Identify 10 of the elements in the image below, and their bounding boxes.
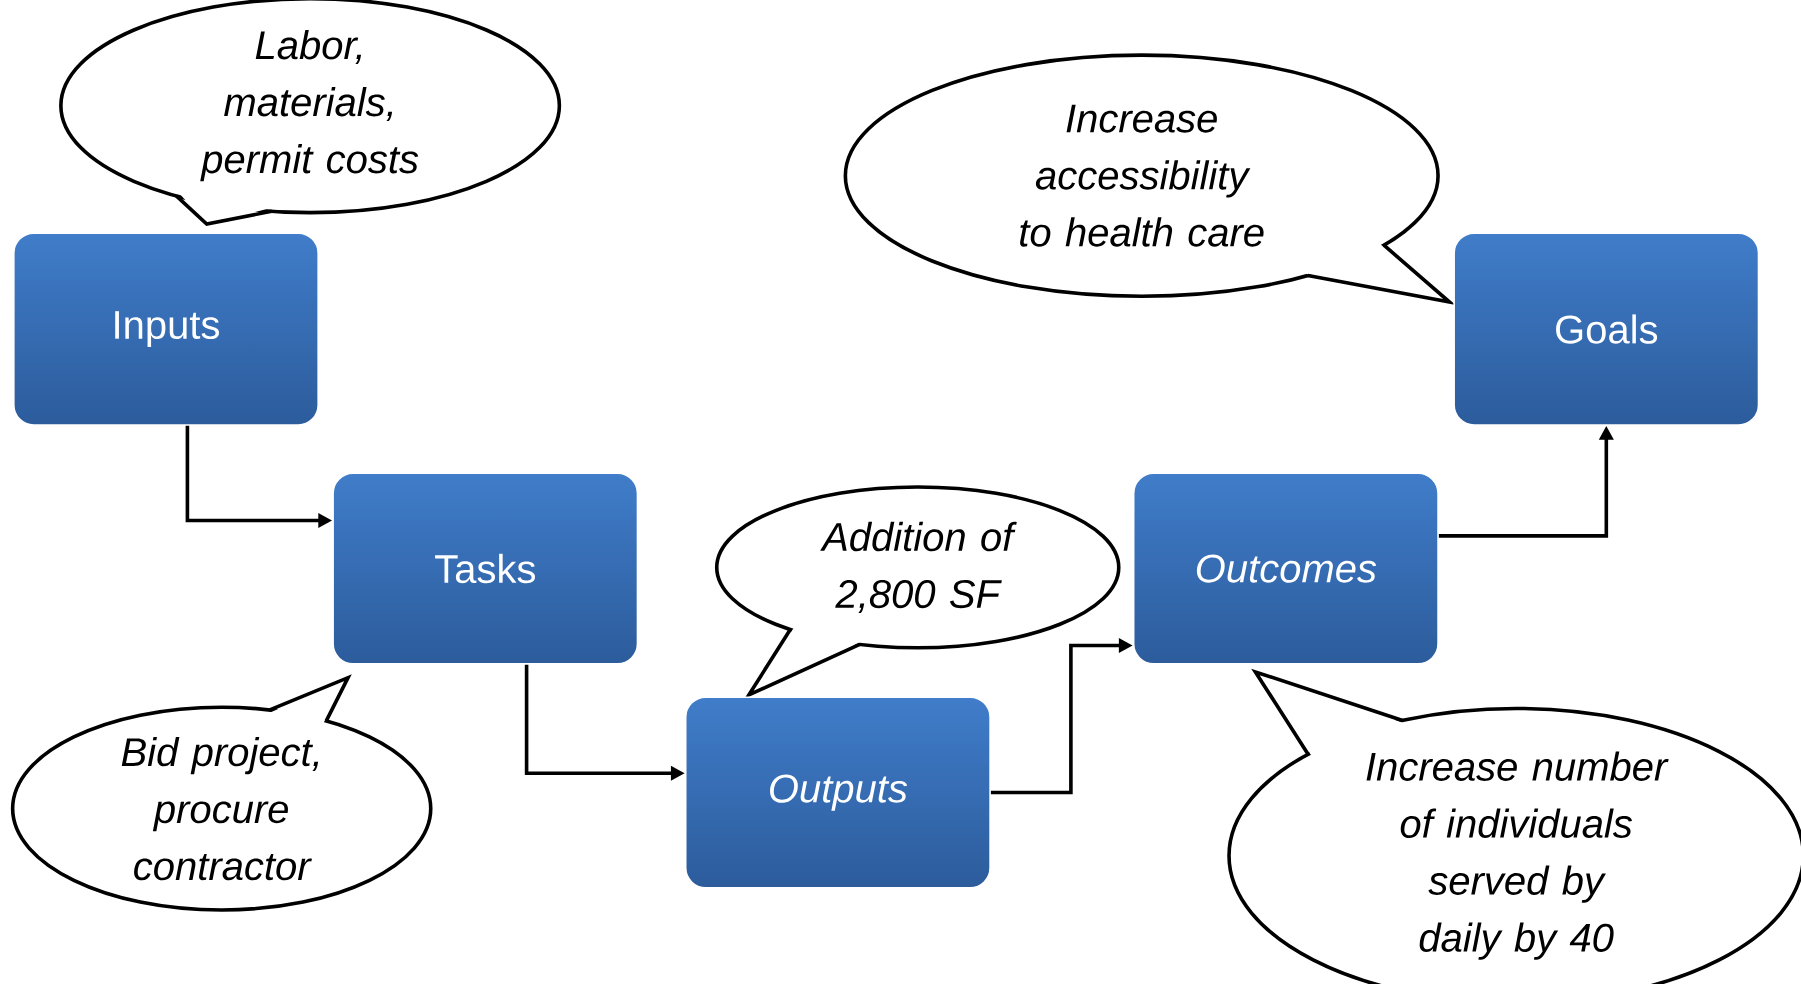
process-box: Inputs — [13, 232, 319, 426]
speech-bubble: Increase accessibility to health care — [843, 53, 1456, 305]
process-box: Outputs — [684, 696, 991, 889]
process-box: Tasks — [332, 472, 639, 665]
speech-bubble: Addition of 2,800 SF — [714, 485, 1121, 699]
process-box: Goals — [1453, 232, 1760, 426]
speech-bubble: Labor, materials, permit costs — [59, 0, 562, 226]
speech-bubble: Bid project, procure contractor — [10, 674, 433, 912]
process-box: Outcomes — [1132, 472, 1439, 665]
speech-bubble: Increase number of individuals served by daily by 40 — [1227, 668, 1801, 984]
